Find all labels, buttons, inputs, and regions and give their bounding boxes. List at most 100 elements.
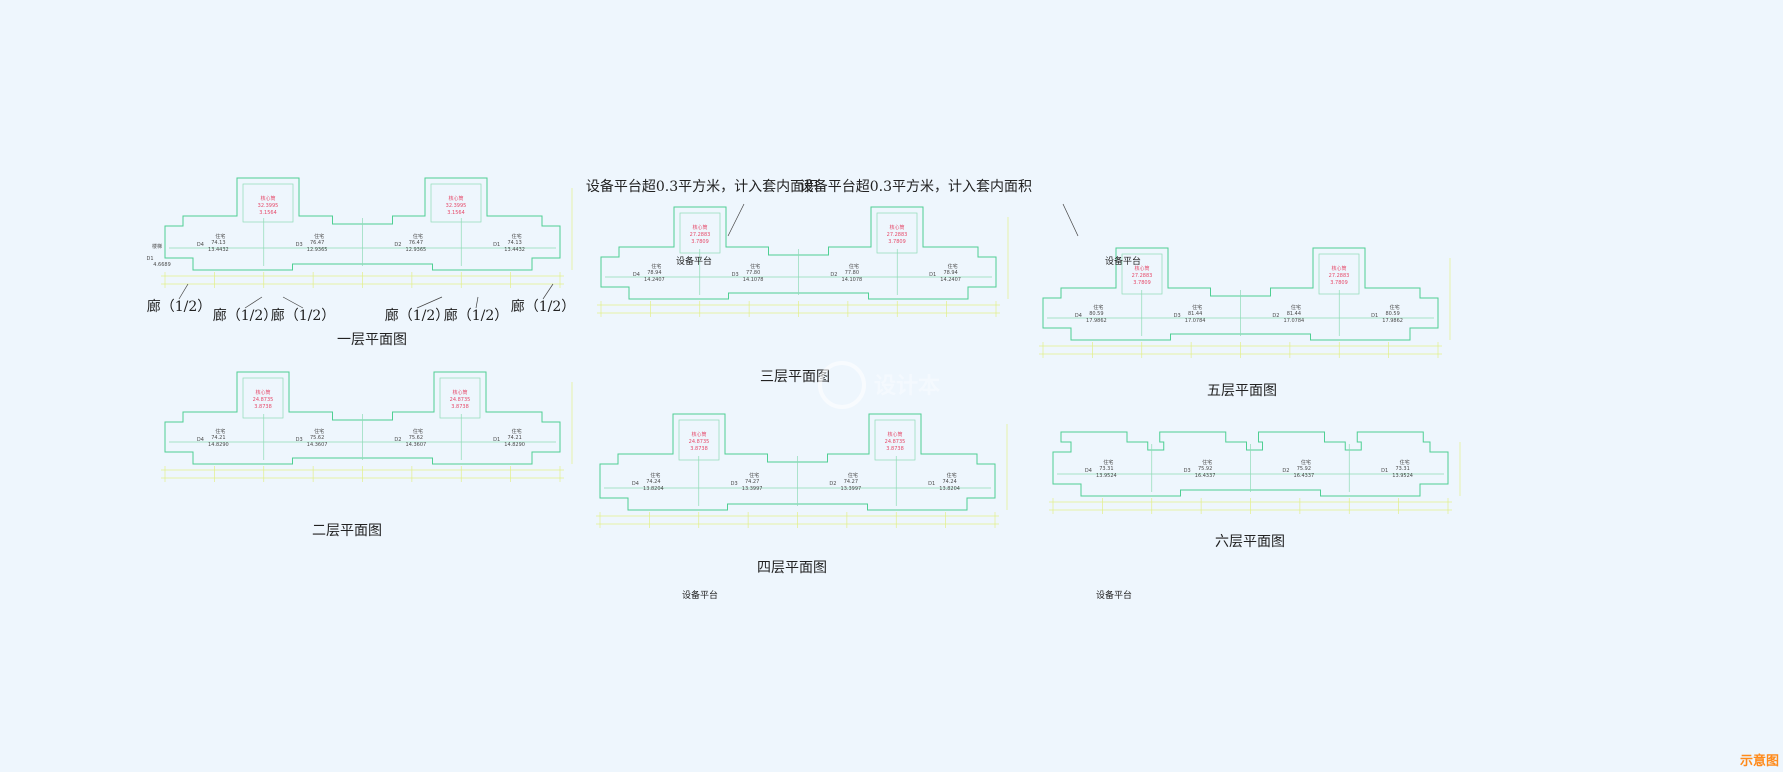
unit-area: 75.92	[1198, 466, 1212, 472]
unit-room-label: 住宅	[1390, 304, 1400, 311]
unit-code: D4	[1075, 313, 1082, 319]
leader-line	[416, 296, 443, 309]
platform-note: 设备平台超0.3平方米，计入套内面积	[800, 178, 1032, 195]
leader-line	[244, 296, 263, 309]
unit-sub-area: 13.9524	[1392, 473, 1413, 479]
corridor-annotations: 廊（1/2）廊（1/2）廊（1/2）廊（1/2）廊（1/2）廊（1/2）楼梯D1…	[146, 243, 575, 324]
unit-sub-area: 14.1078	[842, 277, 863, 283]
unit-room-label: 住宅	[1400, 459, 1410, 466]
core-room	[430, 183, 482, 223]
core-sub-area: 3.7809	[1330, 280, 1348, 286]
unit-code: D4	[632, 481, 639, 487]
unit-room-label: 住宅	[314, 428, 324, 435]
core-room	[1121, 253, 1163, 295]
platform-label: 设备平台	[676, 255, 712, 267]
corridor-half-label: 廊（1/2）	[271, 307, 336, 324]
unit-area: 76.47	[409, 240, 423, 246]
core-sub-area: 3.8738	[451, 404, 469, 410]
unit-area: 80.59	[1385, 311, 1399, 317]
core-sub-area: 3.8738	[254, 404, 272, 410]
core-area: 32.3995	[258, 203, 279, 209]
platform-label: 设备平台	[682, 589, 718, 601]
unit-area: 73.31	[1099, 466, 1113, 472]
unit-area: 74.21	[211, 435, 225, 441]
unit-sub-area: 13.3997	[742, 486, 763, 492]
unit-room-label: 住宅	[413, 428, 423, 435]
core-label: 核心筒	[1134, 265, 1149, 272]
leader-line	[178, 283, 189, 300]
unit-area: 74.24	[942, 479, 956, 485]
unit-area: 74.13	[507, 240, 521, 246]
core-room	[242, 183, 294, 223]
core-area: 27.2883	[1132, 273, 1153, 279]
unit-area: 75.62	[409, 435, 423, 441]
unit-code: D3	[732, 272, 739, 278]
unit-code: D3	[296, 242, 303, 248]
watermark-logo-icon	[818, 361, 866, 409]
unit-sub-area: 13.4432	[504, 247, 525, 253]
unit-sub-area: 16.4337	[1195, 473, 1216, 479]
core-area: 24.8735	[253, 397, 274, 403]
unit-code: D4	[197, 242, 204, 248]
floor-title: 四层平面图	[757, 560, 827, 576]
unit-room-label: 住宅	[749, 472, 759, 479]
unit-area: 74.27	[745, 479, 759, 485]
stair-tag-code: D1	[146, 256, 153, 262]
unit-code: D2	[1282, 468, 1289, 474]
unit-code: D2	[394, 242, 401, 248]
core-label: 核心筒	[887, 431, 902, 438]
unit-code: D1	[1381, 468, 1388, 474]
leader-line	[1062, 203, 1079, 237]
unit-area: 74.13	[211, 240, 225, 246]
unit-area: 76.47	[310, 240, 324, 246]
core-area: 27.2883	[690, 232, 711, 238]
building-outline	[600, 206, 997, 300]
core-room	[679, 212, 721, 254]
core-sub-area: 3.1564	[259, 210, 277, 216]
unit-area: 78.94	[647, 270, 661, 276]
core-label: 核心筒	[889, 224, 904, 231]
core-room	[876, 212, 918, 254]
stair-tag-name: 楼梯	[152, 243, 162, 250]
unit-code: D2	[394, 437, 401, 443]
unit-sub-area: 14.2407	[940, 277, 961, 283]
watermark: 设计本	[818, 361, 940, 409]
unit-sub-area: 14.3607	[406, 442, 427, 448]
leader-line	[282, 296, 304, 309]
unit-room-label: 住宅	[848, 472, 858, 479]
core-area: 24.8735	[885, 439, 906, 445]
unit-code: D1	[493, 242, 500, 248]
unit-area: 77.80	[845, 270, 859, 276]
unit-sub-area: 14.8290	[208, 442, 229, 448]
unit-room-label: 住宅	[947, 472, 957, 479]
core-room	[439, 377, 481, 419]
unit-code: D1	[1371, 313, 1378, 319]
unit-code: D2	[1272, 313, 1279, 319]
floor-title: 三层平面图	[760, 369, 830, 385]
corridor-half-label: 廊（1/2）	[444, 307, 509, 324]
unit-area: 75.92	[1297, 466, 1311, 472]
core-label: 核心筒	[1331, 265, 1346, 272]
core-area: 32.3995	[446, 203, 467, 209]
unit-area: 80.59	[1089, 311, 1103, 317]
unit-area: 81.44	[1188, 311, 1202, 317]
unit-area: 81.44	[1287, 311, 1301, 317]
unit-sub-area: 16.4337	[1294, 473, 1315, 479]
unit-code: D2	[830, 272, 837, 278]
leader-line	[542, 283, 554, 300]
unit-sub-area: 17.0784	[1284, 318, 1305, 324]
unit-sub-area: 17.9862	[1382, 318, 1403, 324]
platform-label: 设备平台	[1096, 589, 1132, 601]
unit-sub-area: 14.3607	[307, 442, 328, 448]
core-label: 核心筒	[448, 195, 463, 202]
building-outline	[1042, 247, 1439, 341]
unit-room-label: 住宅	[1202, 459, 1212, 466]
unit-room-label: 住宅	[651, 263, 661, 270]
unit-code: D3	[1174, 313, 1181, 319]
stair-tag-value: 4.6689	[153, 262, 171, 268]
unit-sub-area: 14.2407	[644, 277, 665, 283]
platform-label: 设备平台	[1105, 255, 1141, 267]
